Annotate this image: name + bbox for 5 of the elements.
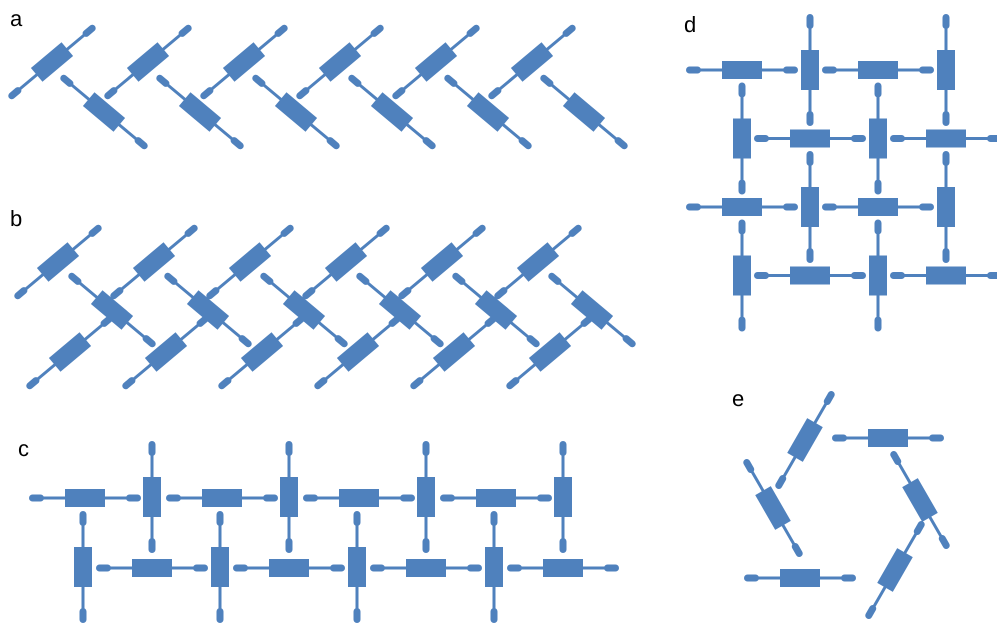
panel-letter: e [732, 388, 744, 410]
panel-letter: d [684, 14, 696, 36]
panel-letter: b [10, 208, 22, 230]
panel-letter: a [10, 8, 22, 30]
panel-letter: c [18, 438, 29, 460]
